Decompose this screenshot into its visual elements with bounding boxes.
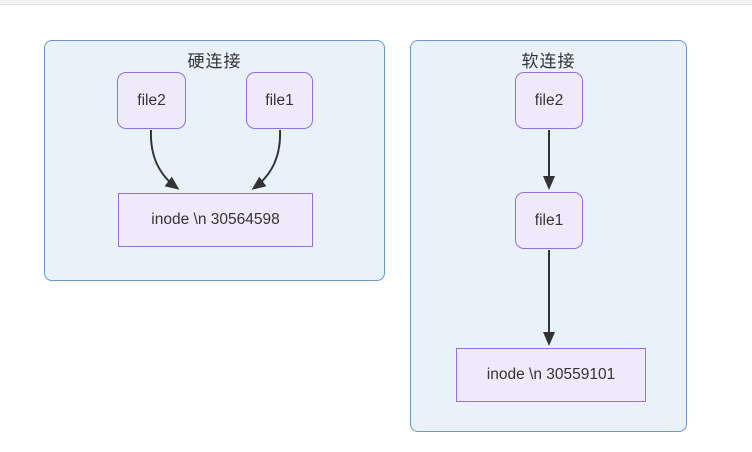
node-soft-inode: inode \n 30559101 xyxy=(456,348,646,402)
node-hard-file1: file1 xyxy=(246,72,313,129)
node-hard-inode: inode \n 30564598 xyxy=(118,193,313,247)
cluster-hard-link-title: 硬连接 xyxy=(187,52,242,71)
node-soft-file1: file1 xyxy=(515,192,583,249)
top-divider-strip xyxy=(0,0,752,5)
cluster-soft-link-title: 软连接 xyxy=(521,52,576,71)
node-hard-file2: file2 xyxy=(117,72,186,129)
node-soft-file2: file2 xyxy=(515,72,583,129)
